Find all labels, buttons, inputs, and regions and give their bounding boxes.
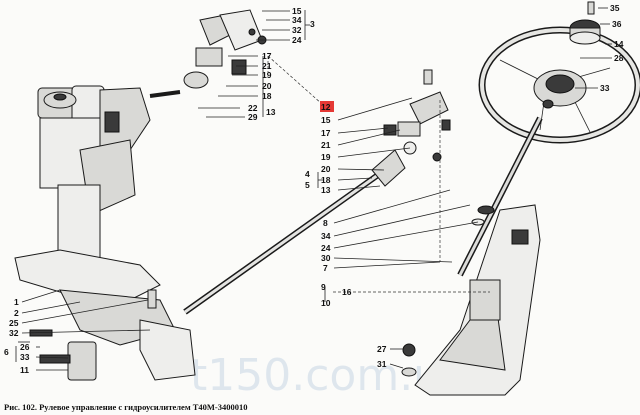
label-2: 2 (14, 308, 19, 318)
label-7: 7 (323, 263, 328, 273)
label-20-mid: 20 (321, 164, 331, 174)
label-19-mid: 19 (321, 152, 331, 162)
label-6: 6 (4, 347, 9, 357)
label-14: 14 (614, 39, 624, 49)
column-bracket (414, 204, 541, 396)
label-26: 26 (20, 342, 30, 352)
label-22-top: 22 (248, 103, 258, 113)
label-29-top: 29 (248, 112, 258, 122)
horn-cap (569, 1, 601, 45)
label-33-wheel: 33 (600, 83, 610, 93)
label-32-top: 32 (292, 25, 302, 35)
lower-universal-joint (183, 9, 267, 89)
upper-universal-joint (383, 69, 451, 162)
label-13-mid: 13 (321, 185, 331, 195)
label-17-mid: 17 (321, 128, 331, 138)
label-31: 31 (377, 359, 387, 369)
label-5: 5 (305, 180, 310, 190)
label-30-mid: 30 (321, 253, 331, 263)
label-24-mid: 24 (321, 243, 331, 253)
label-18-top: 18 (262, 91, 272, 101)
label-15-top: 15 (292, 6, 302, 16)
label-17-top: 17 (262, 51, 272, 61)
label-10: 10 (321, 298, 331, 308)
callout-lines (15, 7, 612, 371)
watermark-text: t150.com.ua (190, 350, 468, 401)
label-8: 8 (323, 218, 328, 228)
label-15-mid: 15 (321, 115, 331, 125)
label-9: 9 (321, 282, 326, 292)
label-12-highlighted: 12 (321, 102, 331, 112)
label-27: 27 (377, 344, 387, 354)
label-1: 1 (14, 297, 19, 307)
label-35: 35 (610, 3, 620, 13)
label-24-top: 24 (292, 35, 302, 45)
intermediate-shaft (183, 149, 406, 315)
label-13-top: 13 (266, 107, 276, 117)
label-25: 25 (9, 318, 19, 328)
figure-caption: Рис. 102. Рулевое управление с гидроусил… (4, 402, 248, 412)
label-21-mid: 21 (321, 140, 331, 150)
label-19-top: 19 (262, 70, 272, 80)
label-33-left: 33 (20, 352, 30, 362)
label-16: 16 (342, 287, 352, 297)
steering-gear-box (37, 85, 181, 216)
label-36: 36 (612, 19, 622, 29)
highlight-box (320, 101, 334, 112)
label-34-top: 34 (292, 15, 302, 25)
nut-and-washer (401, 343, 417, 377)
label-20-top: 20 (262, 81, 272, 91)
part-number-labels: 35 36 14 28 33 15 34 3 32 24 17 21 19 20… (4, 3, 624, 375)
label-4: 4 (305, 169, 310, 179)
label-11: 11 (20, 365, 29, 375)
steering-wheel (478, 26, 640, 144)
label-34-mid: 34 (321, 231, 331, 241)
label-32-left: 32 (9, 328, 19, 338)
gear-pillar (14, 184, 196, 381)
label-18-mid: 18 (321, 175, 331, 185)
steering-column (457, 116, 543, 277)
label-21-top: 21 (262, 61, 272, 71)
label-3-top: 3 (310, 19, 315, 29)
label-28: 28 (614, 53, 624, 63)
